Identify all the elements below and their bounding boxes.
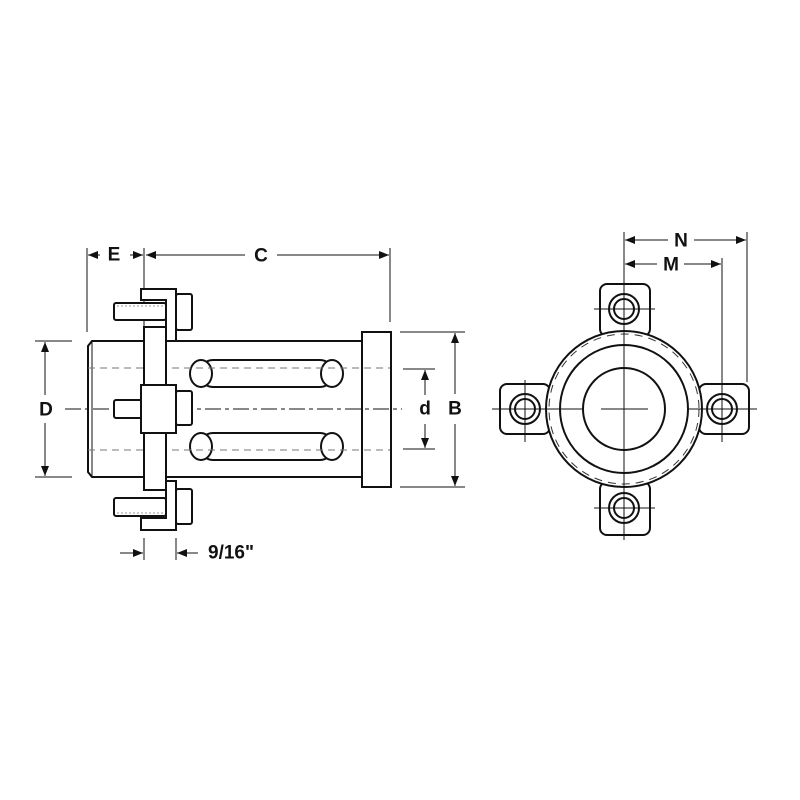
bolt-head: [175, 488, 193, 525]
dim-label-M: M: [663, 255, 679, 276]
clamp-bottom: [113, 480, 193, 531]
bolt-head: [175, 390, 193, 426]
dim-label-clamp-width: 9/16": [208, 543, 254, 564]
side-view: E C: [35, 245, 465, 564]
slot-top: [189, 359, 344, 388]
front-view: N M: [492, 231, 757, 540]
slot-bottom: [189, 432, 344, 461]
clamp-middle: [113, 384, 193, 434]
dim-label-C: C: [254, 246, 268, 267]
center-marks: [492, 232, 757, 540]
dim-label-D: D: [39, 400, 53, 421]
dim-label-d: d: [419, 399, 431, 420]
bolt-head: [175, 293, 193, 331]
dim-label-E: E: [108, 245, 121, 266]
dim-label-N: N: [674, 231, 688, 252]
clamp-top: [113, 288, 193, 342]
dim-label-B: B: [448, 399, 462, 420]
